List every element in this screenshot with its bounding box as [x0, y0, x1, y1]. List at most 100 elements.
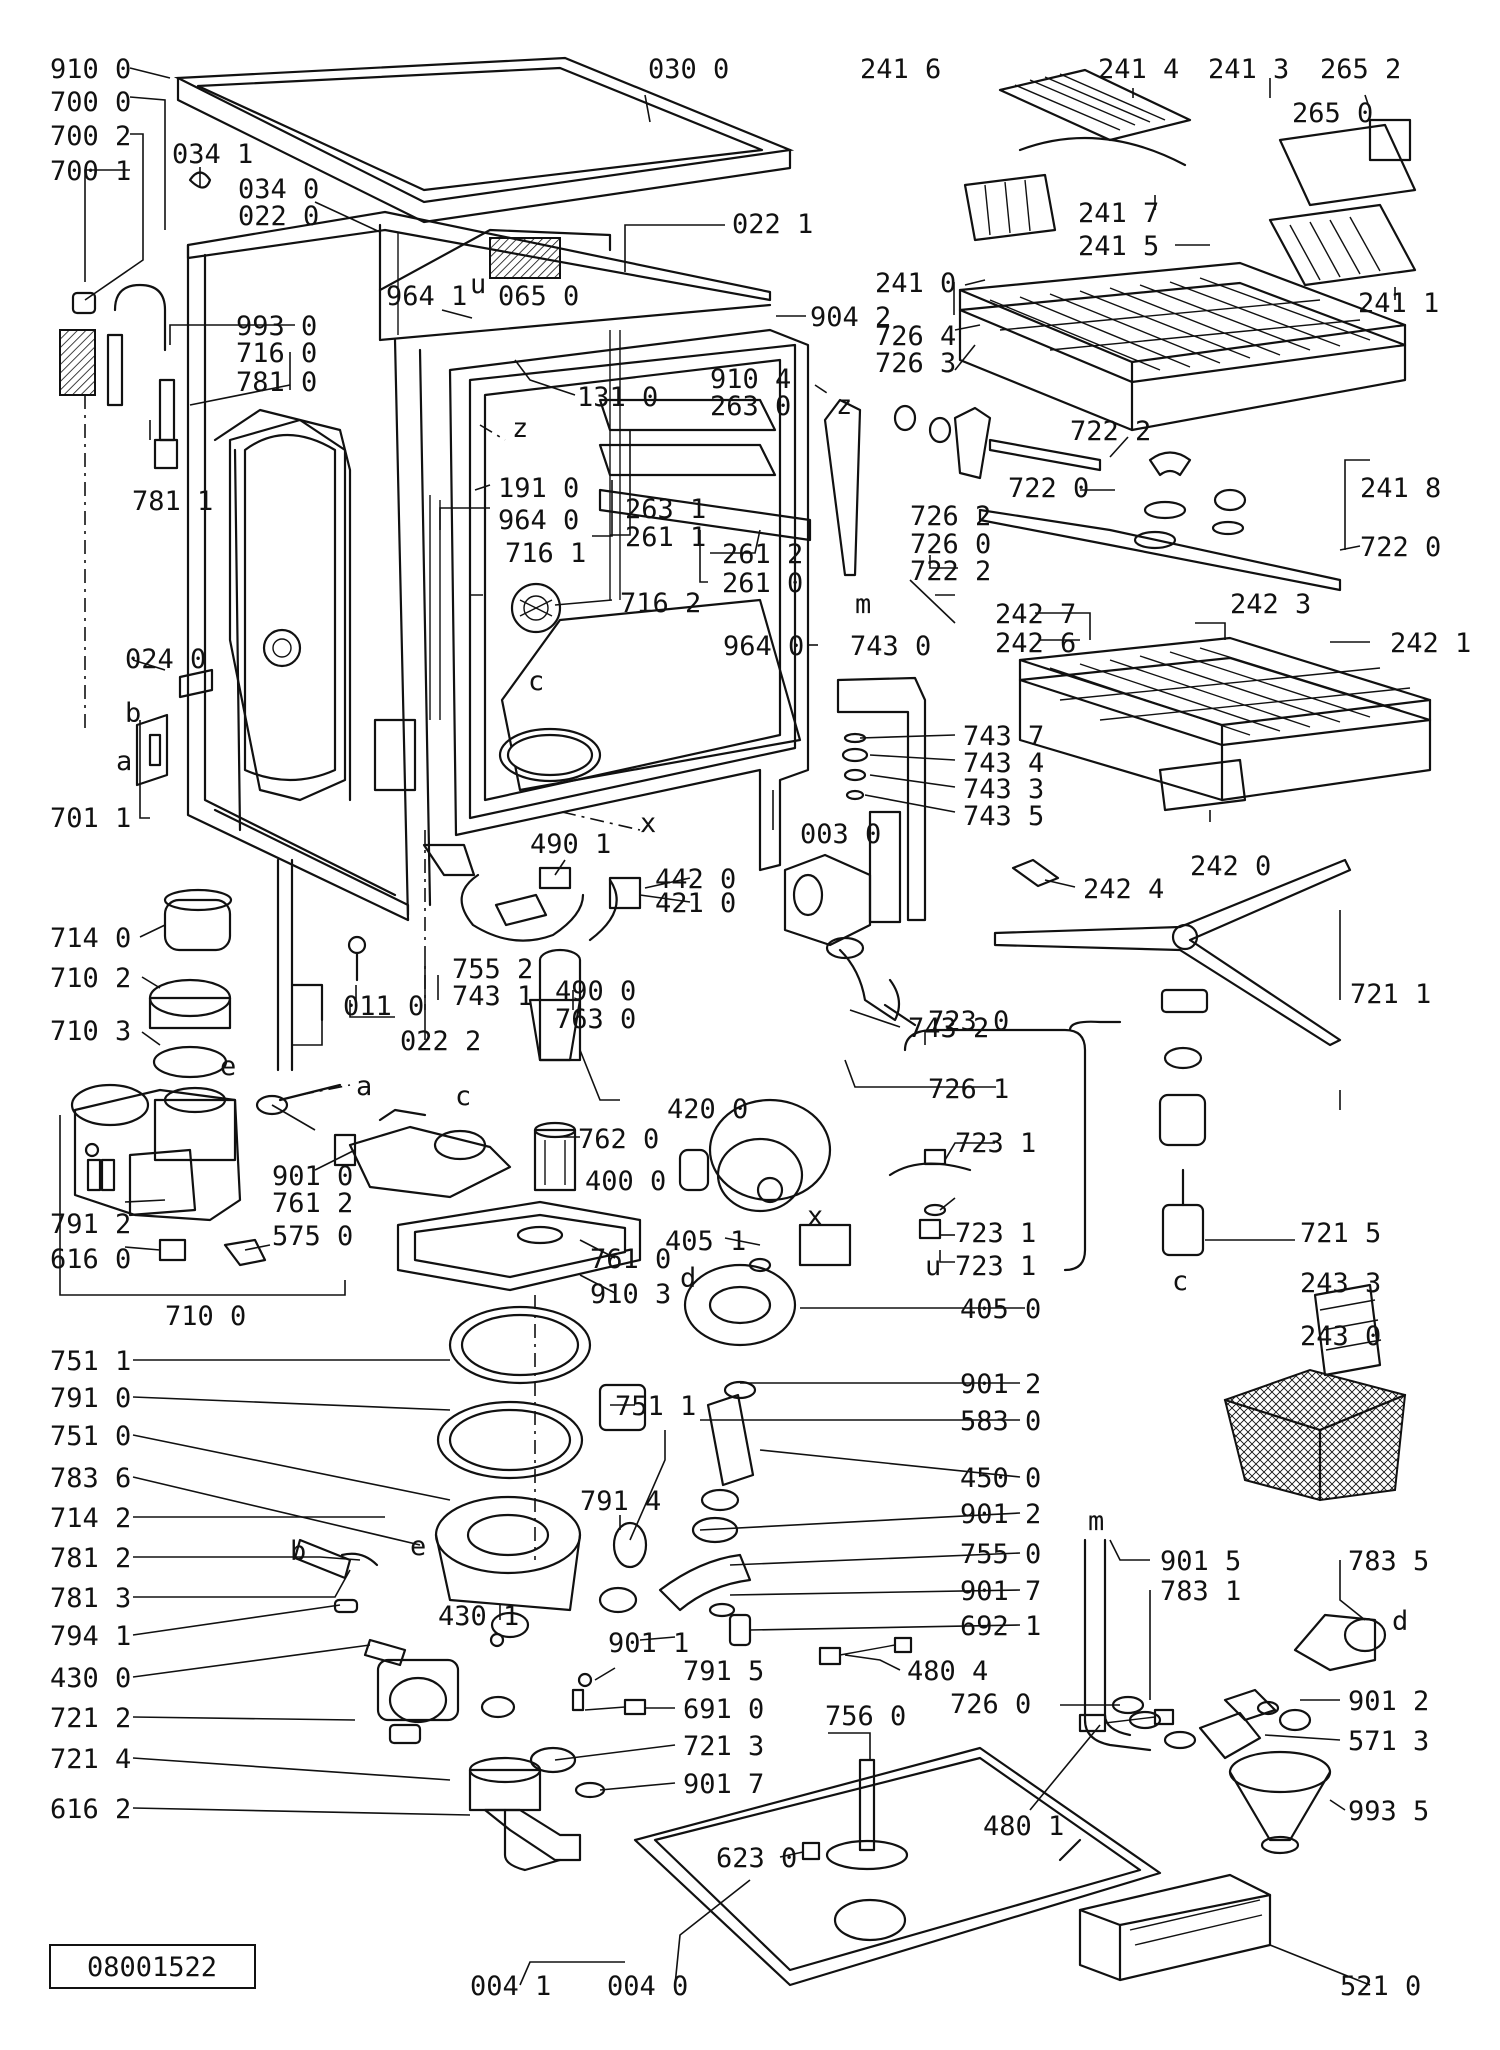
- callout-label: 263 0: [710, 391, 791, 422]
- base-frame: [348, 1108, 642, 1292]
- callout-label: 480 4: [907, 1656, 988, 1687]
- upper-rack: [958, 261, 1407, 432]
- cup-shelf: [963, 68, 1192, 242]
- callout-label: 901 0: [272, 1161, 353, 1192]
- callout-label: 241 4: [1098, 54, 1179, 85]
- callout-label: 901 2: [960, 1369, 1041, 1400]
- callout-label: 721 3: [683, 1731, 764, 1762]
- callout-label: 901 2: [960, 1499, 1041, 1530]
- callout-label: 710 2: [50, 963, 131, 994]
- callout-label: 030 0: [648, 54, 729, 85]
- callout-label: 964 0: [723, 631, 804, 662]
- callout-label: 761 2: [272, 1188, 353, 1219]
- callout-label: 430 0: [50, 1663, 131, 1694]
- callout-label: 783 5: [1348, 1546, 1429, 1577]
- connection-marker: d: [1392, 1606, 1408, 1637]
- callout-label: 241 1: [1358, 288, 1439, 319]
- callout-label: 751 1: [50, 1346, 131, 1377]
- callout-label: 723 0: [928, 1006, 1009, 1037]
- callout-label: 723 1: [955, 1218, 1036, 1249]
- connection-marker: d: [680, 1263, 696, 1294]
- cutlery-basket: [1223, 1283, 1407, 1502]
- callout-label: 751 0: [50, 1421, 131, 1452]
- callout-label: 710 3: [50, 1016, 131, 1047]
- callout-label: 490 0: [555, 976, 636, 1007]
- upper-spray-arm: [978, 438, 1342, 592]
- callout-label: 480 1: [983, 1811, 1064, 1842]
- callout-label: 993 0: [236, 311, 317, 342]
- callout-label: 701 1: [50, 803, 131, 834]
- callout-label: 743 3: [963, 774, 1044, 805]
- callout-label: 004 1: [470, 1971, 551, 2002]
- connection-markers: z z u m x c b a a e c x d u c b e m d: [116, 269, 1408, 1637]
- callout-label: 743 7: [963, 721, 1044, 752]
- callout-label: 691 0: [683, 1694, 764, 1725]
- callout-label: 743 1: [452, 981, 533, 1012]
- connection-marker: b: [290, 1536, 306, 1567]
- callout-label: 964 1: [386, 281, 467, 312]
- callout-label: 781 3: [50, 1583, 131, 1614]
- callout-label: 131 0: [577, 382, 658, 413]
- callout-labels: 910 0 700 0 700 2 700 1 034 1 034 0 022 …: [50, 54, 1471, 2002]
- callout-label: 726 1: [928, 1074, 1009, 1105]
- connection-marker: m: [1088, 1506, 1104, 1537]
- callout-label: 241 3: [1208, 54, 1289, 85]
- cable-harnesses: [422, 843, 1175, 1733]
- callout-label: 261 1: [625, 522, 706, 553]
- funnel-993-5: [1228, 1750, 1332, 1855]
- callout-label: 450 0: [960, 1463, 1041, 1494]
- callout-label: 242 0: [1190, 851, 1271, 882]
- callout-label: 263 1: [625, 494, 706, 525]
- callout-label: 400 0: [585, 1166, 666, 1197]
- callout-label: 762 0: [578, 1124, 659, 1155]
- callout-label: 964 0: [498, 505, 579, 536]
- callout-label: 726 2: [910, 501, 991, 532]
- callout-label: 430 1: [438, 1601, 519, 1632]
- callout-label: 755 0: [960, 1539, 1041, 1570]
- callout-label: 420 0: [667, 1094, 748, 1125]
- callout-label: 756 0: [825, 1701, 906, 1732]
- callout-label: 910 0: [50, 54, 131, 85]
- callout-label: 722 2: [910, 556, 991, 587]
- callout-label: 714 0: [50, 923, 131, 954]
- callout-label: 901 7: [683, 1769, 764, 1800]
- door-hinge-parts: [276, 858, 367, 1072]
- callout-label: 781 1: [132, 486, 213, 517]
- lower-rack: [1011, 636, 1432, 888]
- callout-label: 721 4: [50, 1744, 131, 1775]
- callout-label: 241 6: [860, 54, 941, 85]
- callout-label: 241 0: [875, 268, 956, 299]
- left-side-clips: [59, 171, 214, 787]
- leader-lines: [59, 67, 1396, 1986]
- callout-label: 993 5: [1348, 1796, 1429, 1827]
- callout-label: 743 5: [963, 801, 1044, 832]
- callout-label: 405 0: [960, 1294, 1041, 1325]
- connection-marker: e: [220, 1051, 236, 1082]
- callout-label: 721 5: [1300, 1218, 1381, 1249]
- callout-label: 243 3: [1300, 1268, 1381, 1299]
- callout-label: 721 1: [1350, 979, 1431, 1010]
- callout-label: 191 0: [498, 473, 579, 504]
- callout-label: 726 4: [875, 321, 956, 352]
- cutlery-shelf: [1268, 118, 1417, 287]
- drain-pump: [293, 1538, 647, 1872]
- connection-marker: z: [836, 390, 852, 421]
- connection-marker: x: [640, 808, 656, 839]
- callout-label: 243 0: [1300, 1321, 1381, 1352]
- callout-label: 242 7: [995, 599, 1076, 630]
- callout-label: 571 3: [1348, 1726, 1429, 1757]
- callout-label: 261 2: [722, 539, 803, 570]
- callout-label: 722 0: [1360, 532, 1441, 563]
- callout-label: 743 0: [850, 631, 931, 662]
- callout-label: 521 0: [1340, 1971, 1421, 2002]
- connection-marker: c: [455, 1081, 471, 1112]
- callout-label: 011 0: [343, 991, 424, 1022]
- callout-label: 910 3: [590, 1279, 671, 1310]
- callout-label: 716 2: [620, 588, 701, 619]
- callout-label: 024 0: [125, 644, 206, 675]
- callout-label: 242 4: [1083, 874, 1164, 905]
- callout-label: 616 0: [50, 1244, 131, 1275]
- callout-label: 901 7: [960, 1576, 1041, 1607]
- connection-marker: c: [1172, 1266, 1188, 1297]
